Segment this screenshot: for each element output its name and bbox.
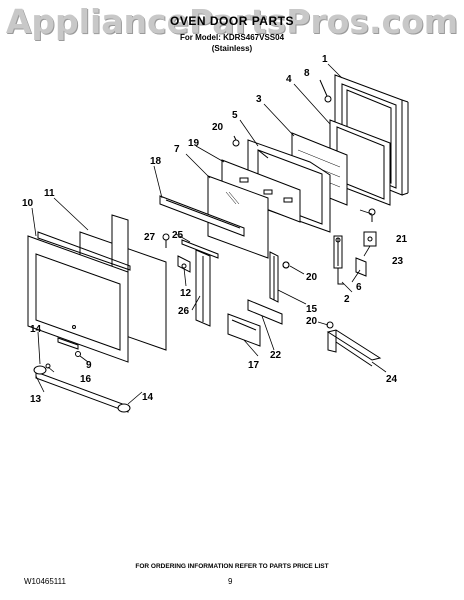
part-hinge-clip [355,257,367,277]
part-door-hinge [333,235,344,285]
callout-19: 19 [188,138,200,149]
callout-23: 23 [392,256,404,267]
callout-6: 6 [356,282,362,293]
callout-3: 3 [256,94,262,105]
callout-12: 12 [180,288,192,299]
callout-10: 10 [22,198,34,209]
part-side-channel [195,249,211,327]
callout-4: 4 [286,74,292,85]
callout-1: 1 [322,54,328,65]
ordering-note: FOR ORDERING INFORMATION REFER TO PARTS … [135,563,329,570]
part-vent-plate [227,313,261,347]
part-screw-27 [162,233,170,248]
page-title: OVEN DOOR PARTS [170,14,294,28]
callout-17: 17 [248,360,260,371]
callout-26: 26 [178,306,190,317]
document-number: W10465111 [24,577,66,586]
part-screw-21 [368,208,376,222]
callout-18: 18 [150,156,162,167]
part-screw-20-mid [282,261,290,269]
callout-14a: 14 [30,324,42,335]
callout-22: 22 [270,350,282,361]
part-door-front [27,231,131,363]
callout-15: 15 [306,304,318,315]
callout-11: 11 [44,188,55,199]
callout-7: 7 [174,144,180,155]
part-hinge-receiver [363,231,377,247]
part-channel-strip [159,195,245,237]
part-screw-20-top [232,135,240,147]
callout-labels: 1 2 3 4 5 6 7 8 9 10 11 12 13 14 14 15 1… [22,54,408,405]
part-door-handle [33,365,131,413]
callout-9: 9 [86,360,92,371]
part-screw-9 [75,351,81,357]
callout-20c: 20 [306,316,318,327]
model-line: For Model: KDRS467VSS04 [179,33,285,42]
callout-20a: 20 [212,122,224,133]
callout-25: 25 [172,230,184,241]
part-clip-25 [181,239,219,259]
page-number: 9 [228,577,233,586]
leader-lines [31,63,387,405]
part-screw-8 [319,79,332,103]
callout-21: 21 [396,234,408,245]
part-screw-16 [45,363,51,369]
part-hinge-support [326,329,382,367]
callout-2: 2 [344,294,350,305]
callout-8: 8 [304,68,310,79]
watermark: AppliancePartsPros.com [5,2,459,41]
callout-24: 24 [386,374,398,385]
callout-20b: 20 [306,272,318,283]
callout-16: 16 [80,374,92,385]
callout-5: 5 [232,110,238,121]
part-hinge-plate [247,299,283,325]
variant-line: (Stainless) [211,44,253,53]
callout-14b: 14 [142,392,154,403]
callout-27: 27 [144,232,156,243]
callout-13: 13 [30,394,42,405]
